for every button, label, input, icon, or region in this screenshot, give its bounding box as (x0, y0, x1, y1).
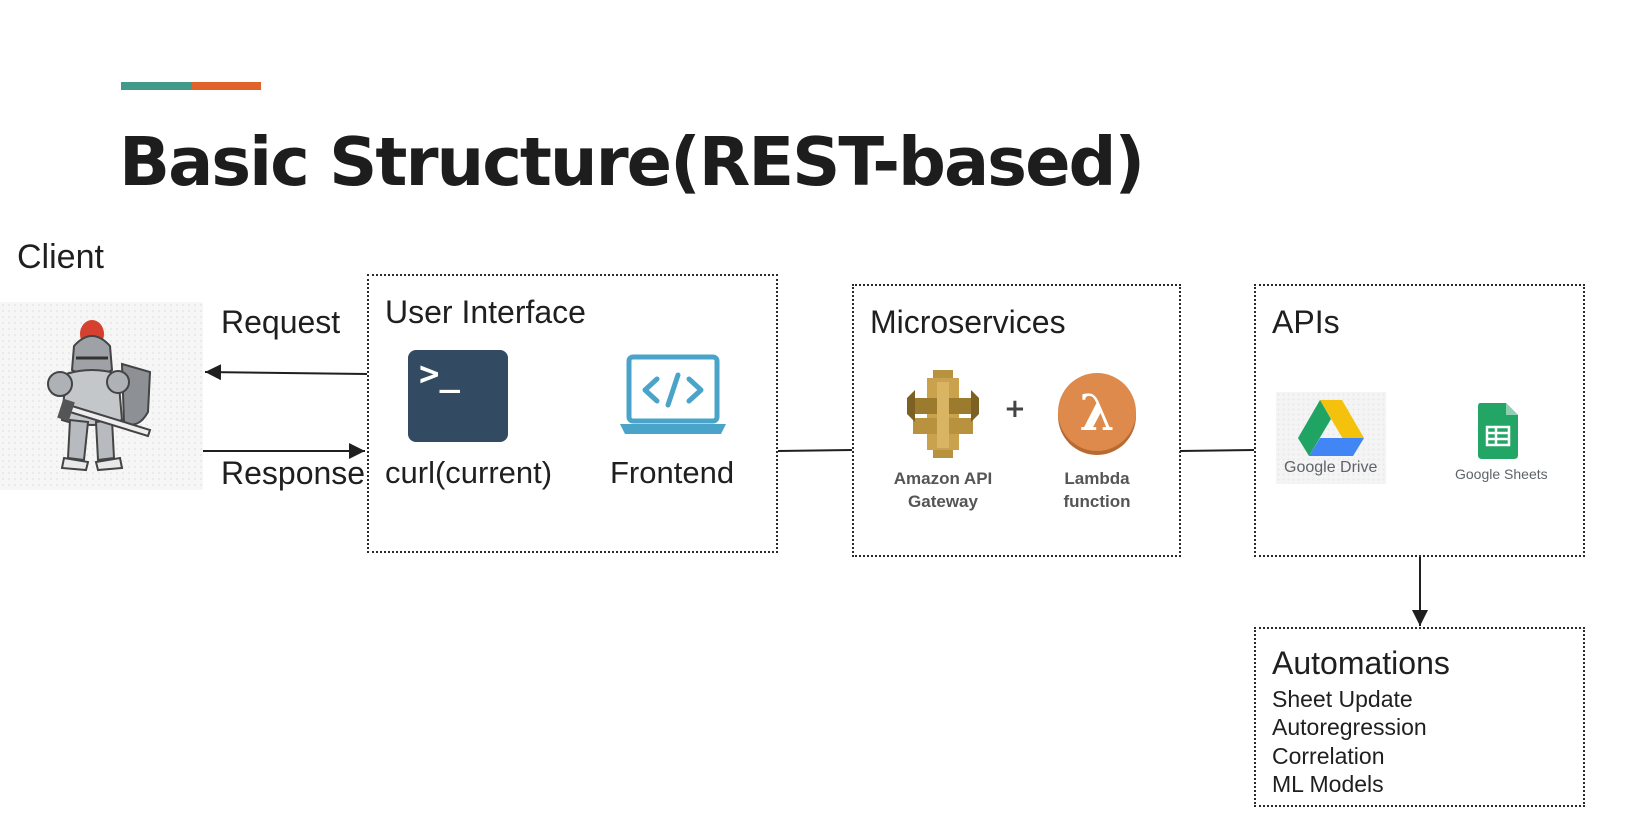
automations-box (1254, 627, 1585, 807)
lambda-glyph: λ (1079, 383, 1114, 442)
automation-item-autoregression: Autoregression (1272, 714, 1427, 740)
lambda-label-line2: function (1063, 492, 1131, 511)
terminal-prompt: >_ (419, 354, 460, 394)
title-accent-bar (121, 82, 261, 90)
automations-title: Automations (1272, 645, 1450, 681)
apis-title: APIs (1272, 304, 1340, 340)
automation-item-correlation: Correlation (1272, 743, 1385, 769)
client-label: Client (17, 238, 104, 276)
microservices-box (852, 284, 1181, 557)
lambda-icon: λ (1058, 373, 1136, 455)
request-label: Request (221, 304, 341, 340)
response-label: Response (221, 455, 366, 491)
laptop-code-icon (620, 354, 726, 434)
ui-microservices-connector (777, 449, 853, 452)
terminal-icon: >_ (408, 350, 508, 442)
lambda-label: Lambda function (1022, 467, 1172, 513)
lambda-label-line1: Lambda (1064, 469, 1130, 488)
curl-label: curl(current) (385, 455, 553, 490)
client-image-panel (0, 302, 203, 490)
google-sheets-label: Google Sheets (1455, 466, 1548, 482)
slide-title: Basic Structure(REST-based) (119, 123, 1145, 201)
google-drive-icon (1298, 400, 1364, 456)
user-interface-box (367, 274, 778, 553)
api-gateway-label-line1: Amazon API (893, 469, 993, 488)
request-arrow (204, 364, 368, 381)
automation-item-ml-models: ML Models (1272, 771, 1384, 797)
microservices-title: Microservices (870, 304, 1066, 340)
google-drive-tile: Google Drive (1276, 392, 1386, 484)
api-gateway-label-line2: Gateway (908, 492, 978, 511)
api-gateway-label: Amazon API Gateway (868, 467, 1018, 513)
automation-item-sheet-update: Sheet Update (1272, 686, 1413, 712)
google-drive-label: Google Drive (1284, 459, 1378, 476)
accent-teal-segment (121, 82, 192, 90)
api-gateway-icon (907, 370, 979, 458)
apis-box (1254, 284, 1585, 557)
microservices-apis-connector (1179, 449, 1255, 452)
knight-mascot-icon (47, 320, 152, 472)
user-interface-title: User Interface (385, 294, 586, 330)
google-sheets-icon (1478, 403, 1518, 459)
frontend-label: Frontend (610, 455, 735, 490)
plus-sign: + (1004, 394, 1026, 424)
accent-orange-segment (192, 82, 261, 90)
